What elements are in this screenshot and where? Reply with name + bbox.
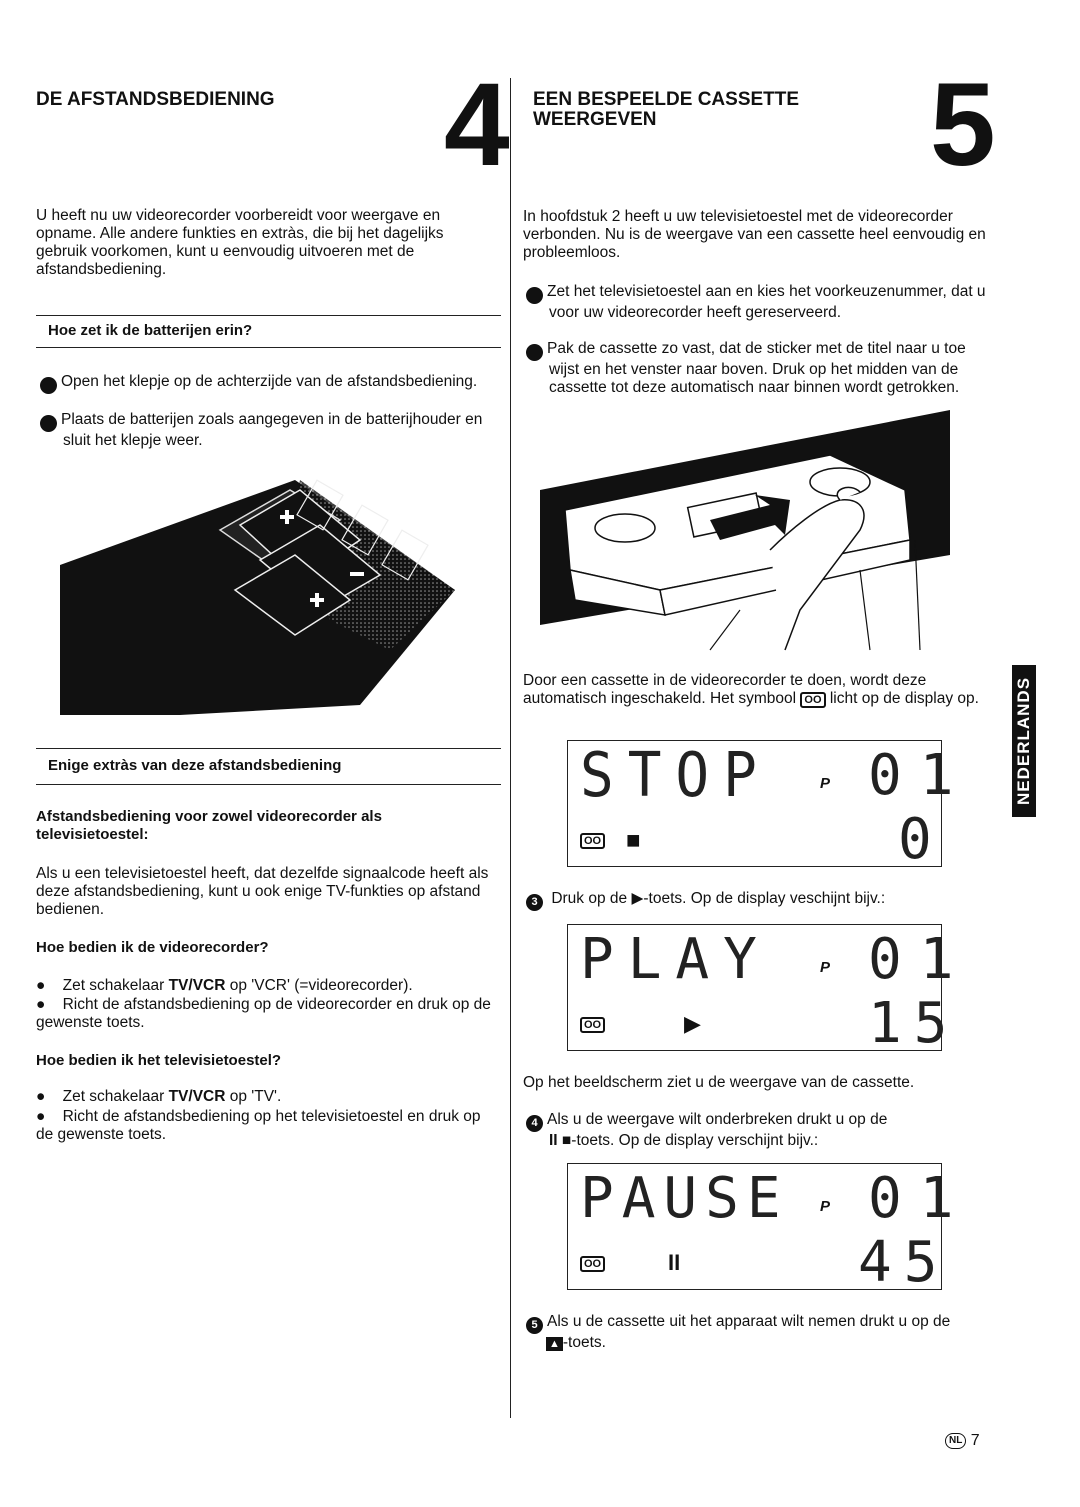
battery-heading: Hoe zet ik de batterijen erin? — [48, 322, 253, 339]
step-text: -toets. — [562, 1334, 606, 1351]
title-line: WEERGEVEN — [533, 109, 657, 130]
bullet-icon: ● — [36, 977, 46, 994]
step-text: Als u de cassette uit het apparaat wilt … — [547, 1313, 951, 1330]
display-word: PLAY — [580, 927, 771, 992]
step-text: Open het klepje op de achterzijde van de… — [61, 373, 478, 390]
display-counter: 15 — [868, 991, 960, 1056]
divider — [36, 347, 501, 348]
step-number: 3 — [526, 894, 543, 911]
title-line: EEN BESPEELDE CASSETTE — [533, 89, 800, 110]
vcr-bullet-1: ● Zet schakelaar TV/VCR op 'VCR' (=video… — [36, 977, 501, 995]
step-text: Zet het televisietoestel aan en kies het… — [547, 283, 986, 321]
display-counter: 45 — [858, 1230, 950, 1295]
display-p: P — [820, 775, 831, 792]
step-number: 4 — [526, 1115, 543, 1132]
vcr-heading: Hoe bedien ik de videorecorder? — [36, 939, 269, 956]
display-p: P — [820, 1198, 831, 1215]
screen-text: Op het beeldscherm ziet u de weergave va… — [523, 1074, 915, 1091]
eject-icon: ▲ — [546, 1337, 563, 1351]
step-text: -toets. Op de display verschijnt bijv.: — [571, 1132, 819, 1149]
bullet-text: Zet schakelaar — [62, 1088, 169, 1105]
cassette-symbol-icon: OO — [580, 1256, 606, 1272]
step-number: 1 — [34, 377, 57, 394]
both-heading: Afstandsbediening voor zowel videorecord… — [36, 808, 382, 843]
step-number: 1 — [520, 287, 543, 304]
display-word: STOP — [580, 739, 771, 812]
step-number: 2 — [34, 415, 57, 432]
extras-heading: Enige extràs van deze afstandsbediening — [48, 757, 342, 774]
bullet-text: op 'VCR' (=videorecorder). — [225, 977, 413, 994]
display-pause: PAUSE P 01 OO II 45 — [567, 1163, 953, 1295]
language-badge-icon: NL — [945, 1433, 967, 1449]
display-word: PAUSE — [580, 1166, 789, 1231]
cassette-symbol-icon: OO — [580, 833, 606, 849]
chapter-number-4: 4 — [444, 59, 510, 191]
page-number: 7 — [970, 1432, 980, 1449]
display-p: P — [820, 959, 831, 976]
play-icon: ▶ — [631, 890, 644, 907]
bullet-text: Richt de afstandsbediening op het televi… — [36, 1108, 481, 1143]
auto-on-text: Door een cassette in de videorecorder te… — [523, 672, 993, 708]
pause-icon: II — [668, 1250, 681, 1275]
tv-bullet-2: ● Richt de afstandsbediening op het tele… — [36, 1108, 501, 1144]
bullet-text: Richt de afstandsbediening op de videore… — [36, 996, 491, 1031]
stop-icon: ■ — [626, 827, 641, 854]
playback-intro: In hoofdstuk 2 heeft u uw televisietoest… — [523, 208, 986, 261]
both-text: Als u een televisietoestel heeft, dat de… — [36, 865, 489, 918]
step-text: Plaats de batterijen zoals aangegeven in… — [61, 411, 483, 449]
playback-step-3: 3 Druk op de ▶-toets. Op de display vesc… — [526, 890, 991, 911]
cassette-illustration — [540, 410, 950, 651]
bullet-icon: ● — [36, 1108, 46, 1125]
display-channel: 01 — [868, 743, 972, 808]
divider — [36, 748, 501, 749]
display-counter: 0 — [898, 807, 946, 872]
language-side-tab: NEDERLANDS — [1012, 665, 1036, 817]
step-text: Druk op de — [551, 890, 632, 907]
pause-stop-icon: II ■ — [549, 1132, 572, 1149]
step-text: -toets. Op de display veschijnt bijv.: — [643, 890, 886, 907]
play-icon: ▶ — [684, 1011, 701, 1036]
step-text: Als u de weergave wilt onderbreken drukt… — [547, 1111, 888, 1128]
step-text: Pak de cassette zo vast, dat de sticker … — [547, 340, 966, 396]
display-play: PLAY P 01 OO ▶ 15 — [567, 924, 953, 1056]
divider — [36, 784, 501, 785]
cassette-symbol-icon: OO — [800, 692, 826, 708]
bullet-text: Zet schakelaar — [62, 977, 169, 994]
column-divider — [510, 78, 511, 1418]
switch-label: TV/VCR — [168, 977, 226, 994]
remote-intro: U heeft nu uw videorecorder voorbereidt … — [36, 207, 444, 278]
section-title-remote: DE AFSTANDSBEDIENING — [36, 89, 275, 110]
battery-illustration — [60, 479, 455, 715]
divider — [36, 315, 501, 316]
switch-label: TV/VCR — [168, 1088, 226, 1105]
section-title-playback: EEN BESPEELDE CASSETTE WEERGEVEN — [533, 90, 799, 130]
bullet-text: op 'TV'. — [225, 1088, 282, 1105]
text: licht op de display op. — [825, 690, 979, 707]
side-tab-label: NEDERLANDS — [1014, 676, 1033, 806]
tv-bullet-1: ● Zet schakelaar TV/VCR op 'TV'. — [36, 1088, 501, 1106]
page-footer: NL 7 — [945, 1432, 980, 1450]
tv-heading: Hoe bedien ik het televisietoestel? — [36, 1052, 282, 1069]
bullet-icon: ● — [36, 996, 46, 1013]
bullet-icon: ● — [36, 1088, 46, 1105]
display-stop: STOP P 01 OO ■ 0 — [567, 739, 953, 872]
chapter-number-5: 5 — [930, 59, 996, 191]
display-channel: 01 — [868, 1166, 972, 1231]
step-number: 5 — [526, 1317, 543, 1334]
cassette-symbol-icon: OO — [580, 1017, 606, 1033]
text: Door een cassette in de videorecorder te… — [523, 672, 927, 707]
display-channel: 01 — [868, 927, 972, 992]
step-number: 2 — [520, 344, 543, 361]
vcr-bullet-2: ● Richt de afstandsbediening op de video… — [36, 996, 501, 1032]
